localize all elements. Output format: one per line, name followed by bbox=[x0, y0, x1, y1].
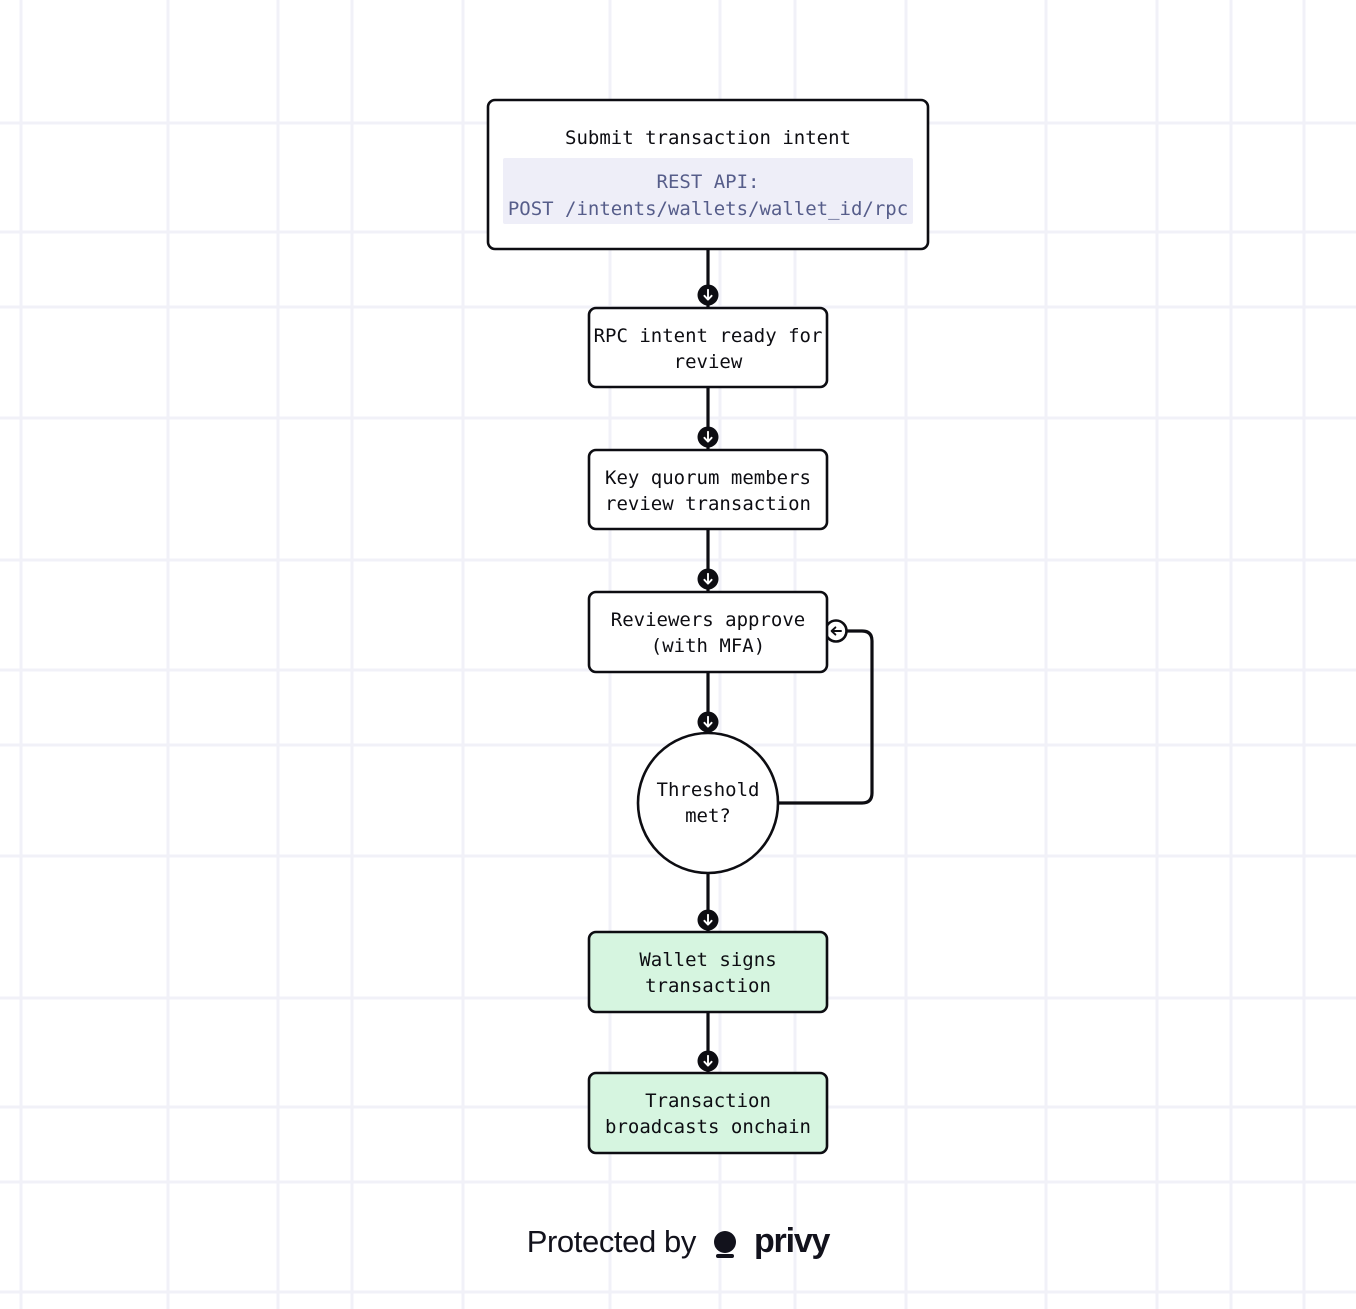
arrow-down-circle-icon bbox=[697, 284, 719, 306]
node-shape bbox=[587, 306, 829, 389]
node-label-line-1: Threshold bbox=[657, 779, 760, 801]
node-label-line-1: Key quorum members bbox=[605, 467, 811, 489]
node-label-line-1: Wallet signs bbox=[639, 949, 776, 971]
node-reviewers-approve[interactable]: Reviewers approve (with MFA) bbox=[587, 590, 829, 674]
node-label-line-2: transaction bbox=[645, 975, 771, 997]
node-label-line-2: review bbox=[674, 351, 743, 373]
privy-logo-ball bbox=[713, 1230, 736, 1253]
node-shape bbox=[587, 1071, 829, 1155]
edge-threshold-loop-to-approve bbox=[778, 629, 874, 805]
privy-wordmark: privy bbox=[753, 1222, 830, 1260]
code-line-1: REST API: bbox=[657, 171, 760, 193]
node-title: Submit transaction intent bbox=[565, 127, 851, 149]
node-key-quorum-review[interactable]: Key quorum members review transaction bbox=[587, 448, 829, 531]
protected-by-label: Protected by bbox=[526, 1223, 697, 1259]
node-threshold-met-decision[interactable]: Threshold met? bbox=[636, 731, 780, 875]
arrow-left-circle-icon bbox=[824, 619, 848, 643]
node-label-line-2: met? bbox=[685, 805, 731, 827]
node-shape bbox=[587, 930, 829, 1014]
node-rpc-intent-ready[interactable]: RPC intent ready for review bbox=[587, 306, 829, 389]
node-label-line-1: RPC intent ready for bbox=[594, 325, 823, 347]
node-shape bbox=[636, 731, 780, 875]
privy-logo-stem bbox=[715, 1253, 734, 1258]
arrow-down-circle-icon bbox=[697, 711, 719, 733]
code-block-background bbox=[503, 158, 913, 224]
arrow-down-circle-icon bbox=[697, 426, 719, 448]
node-label-line-1: Transaction bbox=[645, 1090, 771, 1112]
arrow-down-circle-icon bbox=[697, 909, 719, 931]
node-wallet-signs-transaction[interactable]: Wallet signs transaction bbox=[587, 930, 829, 1014]
node-label-line-1: Reviewers approve bbox=[611, 609, 805, 631]
code-line-2: POST /intents/wallets/wallet_id/rpc bbox=[508, 198, 908, 220]
node-label-line-2: (with MFA) bbox=[651, 635, 765, 657]
arrow-marker-layer bbox=[697, 284, 848, 1072]
node-submit-transaction-intent[interactable]: Submit transaction intent REST API: POST… bbox=[486, 98, 930, 251]
footer-brand: Protected by privy bbox=[0, 1222, 1356, 1261]
node-transaction-broadcasts-onchain[interactable]: Transaction broadcasts onchain bbox=[587, 1071, 829, 1155]
node-label-line-2: review transaction bbox=[605, 493, 811, 515]
node-label-line-2: broadcasts onchain bbox=[605, 1116, 811, 1138]
node-shape bbox=[587, 448, 829, 531]
arrow-down-circle-icon bbox=[697, 568, 719, 590]
node-shape bbox=[587, 590, 829, 674]
arrow-down-circle-icon bbox=[697, 1050, 719, 1072]
privy-logo-icon bbox=[710, 1225, 740, 1259]
